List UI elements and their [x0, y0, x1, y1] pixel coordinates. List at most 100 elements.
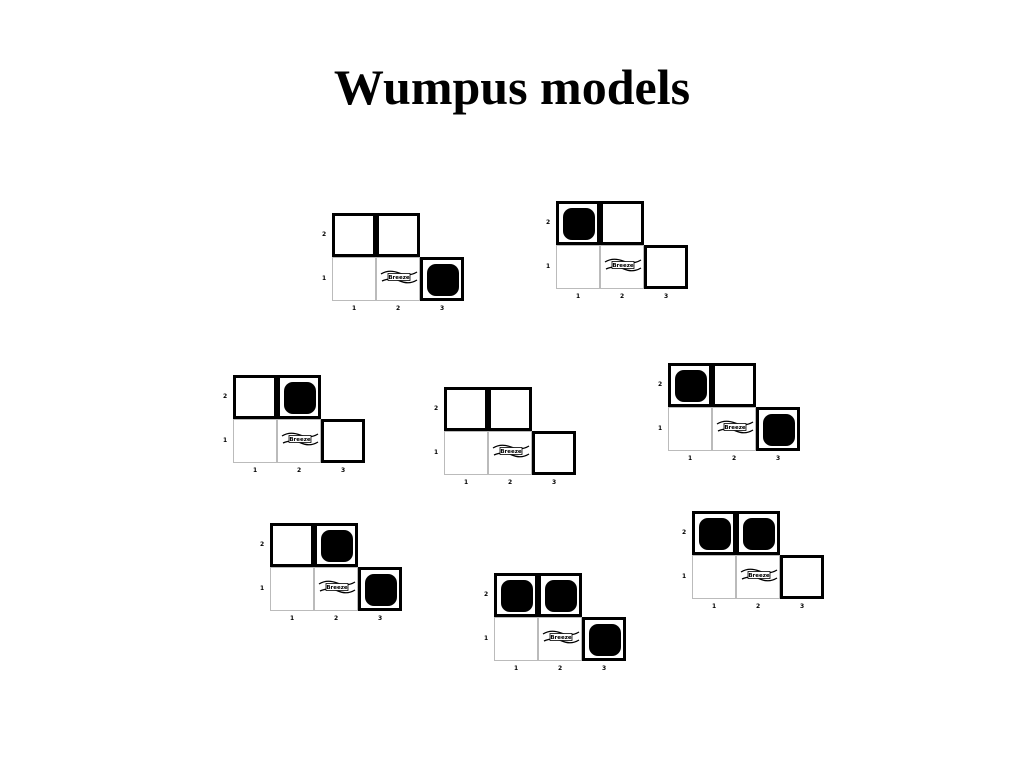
cell-1-1: [494, 617, 538, 661]
pit-icon: [699, 518, 731, 550]
cell-2-1: Breeze: [488, 431, 532, 475]
breeze-icon: Breeze: [318, 580, 356, 594]
x-tick-label: 1: [253, 467, 258, 474]
cell-2-2: [736, 511, 780, 555]
cell-3-1: [358, 567, 402, 611]
pit-icon: [589, 624, 621, 656]
x-tick-label: 2: [558, 665, 563, 672]
cell-1-2: [556, 201, 600, 245]
cell-2-2: [314, 523, 358, 567]
cell-2-2: [538, 573, 582, 617]
x-tick-label: 2: [732, 455, 737, 462]
cell-1-2: [270, 523, 314, 567]
pit-icon: [365, 574, 397, 606]
x-tick-label: 1: [576, 293, 581, 300]
cell-2-1: Breeze: [736, 555, 780, 599]
x-tick-label: 2: [620, 293, 625, 300]
cell-2-2: [600, 201, 644, 245]
cell-1-2: [332, 213, 376, 257]
cell-3-1: [420, 257, 464, 301]
x-tick-label: 2: [297, 467, 302, 474]
wumpus-model: Breeze 2 1 1 2 3: [432, 387, 582, 507]
cell-1-2: [233, 375, 277, 419]
pit-icon: [763, 414, 795, 446]
x-tick-label: 3: [552, 479, 557, 486]
cell-1-1: [692, 555, 736, 599]
cell-3-1: [321, 419, 365, 463]
breeze-label: Breeze: [388, 275, 410, 281]
cell-3-1: [780, 555, 824, 599]
cell-2-1: Breeze: [538, 617, 582, 661]
y-tick-label: 2: [546, 219, 551, 226]
cell-3-1: [644, 245, 688, 289]
cell-2-2: [712, 363, 756, 407]
x-tick-label: 2: [396, 305, 401, 312]
y-tick-label: 2: [484, 591, 489, 598]
cell-3-1: [582, 617, 626, 661]
y-tick-label: 1: [434, 449, 439, 456]
x-tick-label: 2: [508, 479, 513, 486]
breeze-label: Breeze: [500, 449, 522, 455]
y-tick-label: 1: [223, 437, 228, 444]
x-tick-label: 1: [712, 603, 717, 610]
breeze-icon: Breeze: [281, 432, 319, 446]
y-tick-label: 1: [322, 275, 327, 282]
y-tick-label: 2: [658, 381, 663, 388]
y-tick-label: 1: [484, 635, 489, 642]
breeze-icon: Breeze: [740, 568, 778, 582]
pit-icon: [501, 580, 533, 612]
breeze-icon: Breeze: [604, 258, 642, 272]
pit-icon: [545, 580, 577, 612]
cell-1-2: [668, 363, 712, 407]
cell-1-1: [332, 257, 376, 301]
x-tick-label: 3: [800, 603, 805, 610]
y-tick-label: 2: [322, 231, 327, 238]
cell-1-1: [668, 407, 712, 451]
breeze-icon: Breeze: [542, 630, 580, 644]
wumpus-model: Breeze 2 1 1 2 3: [544, 201, 694, 321]
x-tick-label: 3: [776, 455, 781, 462]
y-tick-label: 1: [260, 585, 265, 592]
x-tick-label: 2: [334, 615, 339, 622]
x-tick-label: 1: [352, 305, 357, 312]
y-tick-label: 2: [260, 541, 265, 548]
cell-1-1: [233, 419, 277, 463]
cell-1-1: [556, 245, 600, 289]
cell-2-2: [277, 375, 321, 419]
breeze-label: Breeze: [748, 573, 770, 579]
x-tick-label: 1: [514, 665, 519, 672]
cell-1-2: [444, 387, 488, 431]
pit-icon: [675, 370, 707, 402]
cell-3-1: [532, 431, 576, 475]
cell-1-1: [270, 567, 314, 611]
pit-icon: [743, 518, 775, 550]
pit-icon: [321, 530, 353, 562]
breeze-icon: Breeze: [380, 270, 418, 284]
y-tick-label: 1: [546, 263, 551, 270]
cell-2-2: [376, 213, 420, 257]
pit-icon: [563, 208, 595, 240]
x-tick-label: 3: [664, 293, 669, 300]
y-tick-label: 2: [223, 393, 228, 400]
cell-2-1: Breeze: [277, 419, 321, 463]
cell-2-2: [488, 387, 532, 431]
y-tick-label: 2: [434, 405, 439, 412]
x-tick-label: 1: [688, 455, 693, 462]
cell-1-2: [494, 573, 538, 617]
breeze-label: Breeze: [724, 425, 746, 431]
breeze-label: Breeze: [289, 437, 311, 443]
y-tick-label: 2: [682, 529, 687, 536]
breeze-icon: Breeze: [716, 420, 754, 434]
cell-2-1: Breeze: [314, 567, 358, 611]
cell-1-2: [692, 511, 736, 555]
pit-icon: [284, 382, 316, 414]
breeze-label: Breeze: [326, 585, 348, 591]
page-title: Wumpus models: [333, 59, 691, 115]
x-tick-label: 1: [464, 479, 469, 486]
